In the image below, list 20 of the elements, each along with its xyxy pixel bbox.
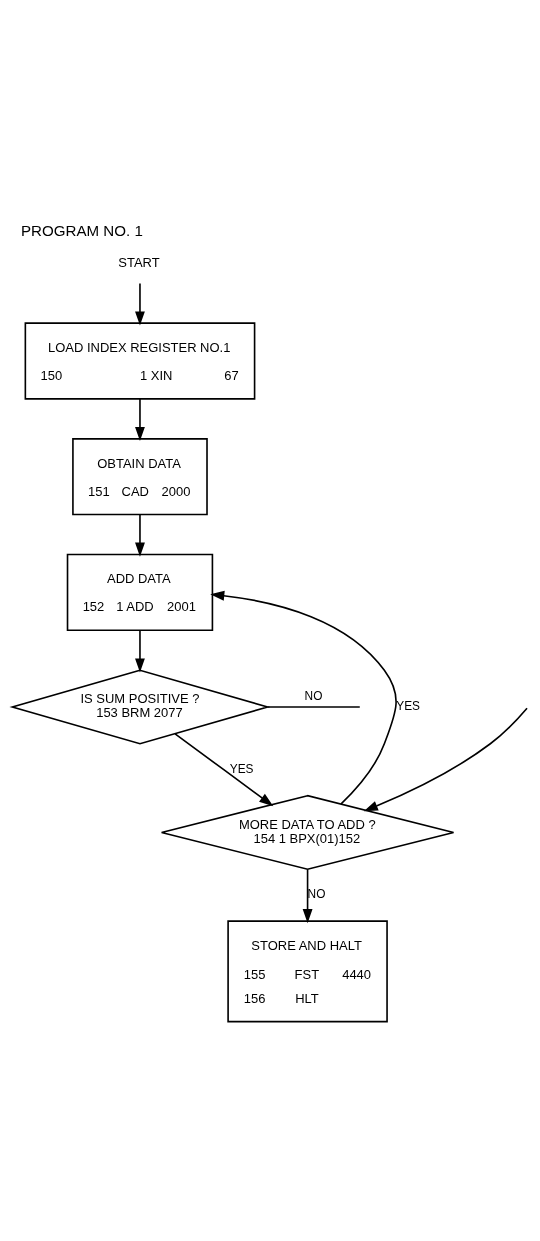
connector <box>266 706 361 708</box>
node-box: OBTAIN DATA 151 CAD 2000 <box>72 438 208 516</box>
node-box: STORE AND HALT 155 FST 4440 156 HLT <box>227 920 388 1023</box>
arrow <box>174 733 274 807</box>
node-text: START <box>118 255 160 271</box>
arrow <box>135 282 145 326</box>
arrow <box>210 590 397 805</box>
edge-label: NO <box>307 887 326 902</box>
arrow <box>363 707 528 812</box>
edge-label: YES <box>229 761 254 776</box>
node-diamond: IS SUM POSITIVE ? 153 BRM 2077 <box>9 669 271 745</box>
arrow <box>302 868 313 924</box>
diagram-title: PROGRAM NO. 1 <box>21 221 143 239</box>
arrow <box>135 629 145 673</box>
arrow <box>135 398 145 441</box>
edge-label: YES <box>396 699 421 714</box>
arrow <box>135 513 145 557</box>
edge-label: NO <box>304 689 323 704</box>
node-box: ADD DATA 152 1 ADD 2001 <box>66 553 214 632</box>
node-box: LOAD INDEX REGISTER NO.1 150 1 XIN 67 <box>24 322 256 400</box>
